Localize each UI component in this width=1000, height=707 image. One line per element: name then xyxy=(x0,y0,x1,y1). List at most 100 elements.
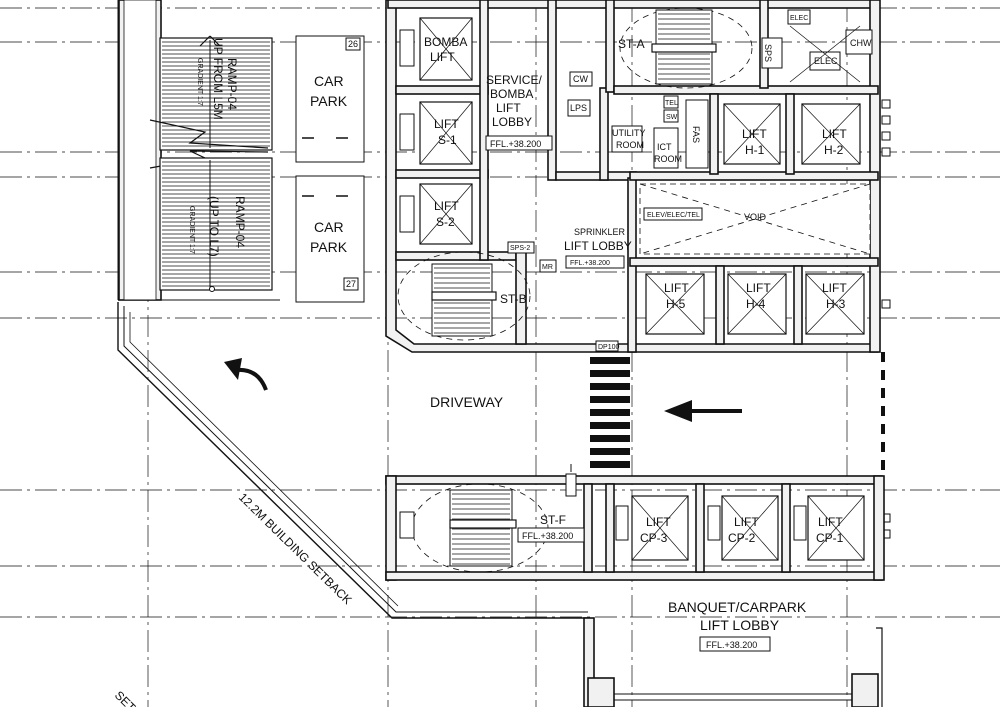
lift-s1-label-2: S-1 xyxy=(438,133,457,147)
set-corner-label: SET xyxy=(112,688,139,707)
zebra-stripe xyxy=(590,461,630,468)
void-area: ELEV/ELEC/TEL VOID xyxy=(639,183,871,255)
stair-st-f: ST-F FFL.+38.200 xyxy=(399,464,585,573)
lift-h5-label-2: H-5 xyxy=(666,297,686,311)
lift-cp1-label-1: LIFT xyxy=(818,515,843,529)
stair-st-f-label: ST-F xyxy=(540,513,566,527)
ict-room-label-2: ROOM xyxy=(654,154,682,164)
lift-cp2: LIFT CP-2 xyxy=(707,495,779,561)
lift-s1-label-1: LIFT xyxy=(434,117,459,131)
ramp-down-gradient: GRADIENT 1:7 xyxy=(188,206,195,254)
sprinkler-label-1: SPRINKLER xyxy=(574,227,626,237)
zebra-stripe xyxy=(590,448,630,455)
zebra-stripe xyxy=(590,409,630,416)
lift-h3-label-1: LIFT xyxy=(822,281,847,295)
bomba-lift-label-1: BOMBA xyxy=(424,35,467,49)
mr-label: MR xyxy=(542,264,553,271)
dp100-label: DP100 xyxy=(598,344,620,351)
elec-label: ELEC xyxy=(814,56,838,66)
lift-h2: LIFT H-2 xyxy=(801,103,861,165)
service-lobby-label-4: LOBBY xyxy=(492,115,532,129)
lift-h4: LIFT H-4 xyxy=(727,273,787,335)
lift-s2-label-2: S-2 xyxy=(436,215,455,229)
banquet-lobby-label-2: LIFT LOBBY xyxy=(700,617,780,633)
car-park-label-2: PARK xyxy=(310,93,348,109)
lift-s2: LIFT S-2 xyxy=(399,183,473,245)
small-rooms: CW LPS UTILITY ROOM ICT ROOM FAS TEL SW … xyxy=(567,9,873,169)
lift-h4-label-2: H-4 xyxy=(746,297,766,311)
stair-st-f-ffl: FFL.+38.200 xyxy=(522,531,573,541)
sw-label: SW xyxy=(666,114,678,121)
ramp-down-sub: (UP TO L7) xyxy=(207,196,221,257)
lift-cp3: LIFT CP-3 xyxy=(615,495,689,561)
ramp-down-title: RAMP-04 xyxy=(233,196,247,248)
lift-h3-label-2: H-3 xyxy=(826,297,846,311)
lift-s1: LIFT S-1 xyxy=(399,101,473,165)
service-lobby: SERVICE/ BOMBA LIFT LOBBY FFL.+38.200 xyxy=(485,73,553,151)
zebra-crossing: DP100 xyxy=(590,340,630,468)
fas-label: FAS xyxy=(691,126,701,143)
zebra-stripe xyxy=(590,383,630,390)
sps2-label: SPS-2 xyxy=(510,245,530,252)
stair-st-a-label: ST-A xyxy=(618,37,645,51)
driveway: DRIVEWAY xyxy=(224,358,742,422)
lower-core-walls xyxy=(385,475,885,581)
core-walls xyxy=(385,0,881,353)
stair-st-a: ST-A xyxy=(618,7,753,89)
car-park-label-1: CAR xyxy=(314,73,344,89)
elec-small-label: ELEC xyxy=(790,15,808,22)
lift-bomba: BOMBA LIFT xyxy=(399,17,473,81)
lift-cp3-label-1: LIFT xyxy=(646,515,671,529)
ramp-up-sub: UP FROM L5M xyxy=(211,38,225,120)
lift-h2-label-2: H-2 xyxy=(824,143,844,157)
banquet-ffl: FFL.+38.200 xyxy=(706,640,757,650)
car-park-label-4: PARK xyxy=(310,239,348,255)
service-lobby-label-1: SERVICE/ xyxy=(486,73,542,87)
zebra-stripe xyxy=(590,422,630,429)
zebra-stripe xyxy=(590,435,630,442)
zebra-stripe xyxy=(590,357,630,364)
stair-st-b: ST-B xyxy=(397,251,531,341)
lift-cp1-label-2: CP-1 xyxy=(816,531,844,545)
ramp-structure xyxy=(117,0,280,301)
driveway-label: DRIVEWAY xyxy=(430,394,504,410)
car-park-bay-27: CAR PARK 27 xyxy=(295,175,365,303)
car-park-label-3: CAR xyxy=(314,219,344,235)
utility-room-label-2: ROOM xyxy=(616,140,644,150)
lift-h4-label-1: LIFT xyxy=(746,281,771,295)
ramp-up-title: RAMP-04 xyxy=(225,58,239,110)
ict-room-label-1: ICT xyxy=(657,142,672,152)
service-lobby-label-2: BOMBA xyxy=(490,87,533,101)
sps-label: SPS xyxy=(763,44,773,62)
banquet-lobby-label-1: BANQUET/CARPARK xyxy=(668,599,807,615)
right-edge-markers xyxy=(881,99,891,539)
ramp-lower: RAMP-04 (UP TO L7) GRADIENT 1:7 xyxy=(159,157,273,292)
lift-cp1: LIFT CP-1 xyxy=(793,495,865,561)
tel-label: TEL xyxy=(665,100,678,107)
zebra-stripe xyxy=(590,396,630,403)
cw-label: CW xyxy=(573,74,588,84)
sprinkler-ffl: FFL.+38.200 xyxy=(570,260,610,267)
ramp-up-gradient: GRADIENT 1:7 xyxy=(196,58,203,106)
bomba-lift-label-2: LIFT xyxy=(430,50,455,64)
curved-arrow-icon xyxy=(224,358,242,380)
lift-h2-label-1: LIFT xyxy=(822,127,847,141)
lift-h1-label-1: LIFT xyxy=(742,127,767,141)
elev-elec-tel-label: ELEV/ELEC/TEL xyxy=(647,212,700,219)
zebra-stripe xyxy=(590,370,630,377)
lift-h5-label-1: LIFT xyxy=(664,281,689,295)
lift-cp2-label-1: LIFT xyxy=(734,515,759,529)
service-lobby-label-3: LIFT xyxy=(496,101,521,115)
banquet-lobby: BANQUET/CARPARK LIFT LOBBY FFL.+38.200 xyxy=(583,599,883,707)
sprinkler-label-2: LIFT LOBBY xyxy=(564,239,632,253)
chw-label: CHW xyxy=(850,38,872,48)
lift-cp2-label-2: CP-2 xyxy=(728,531,756,545)
setback-label: 12.2M BUILDING SETBACK xyxy=(236,490,355,607)
lift-h3: LIFT H-3 xyxy=(805,273,865,335)
service-lobby-ffl: FFL.+38.200 xyxy=(490,139,541,149)
lift-s2-label-1: LIFT xyxy=(434,199,459,213)
left-arrow-icon xyxy=(664,400,692,422)
bay-number-26: 26 xyxy=(348,39,358,49)
lps-label: LPS xyxy=(570,103,587,113)
